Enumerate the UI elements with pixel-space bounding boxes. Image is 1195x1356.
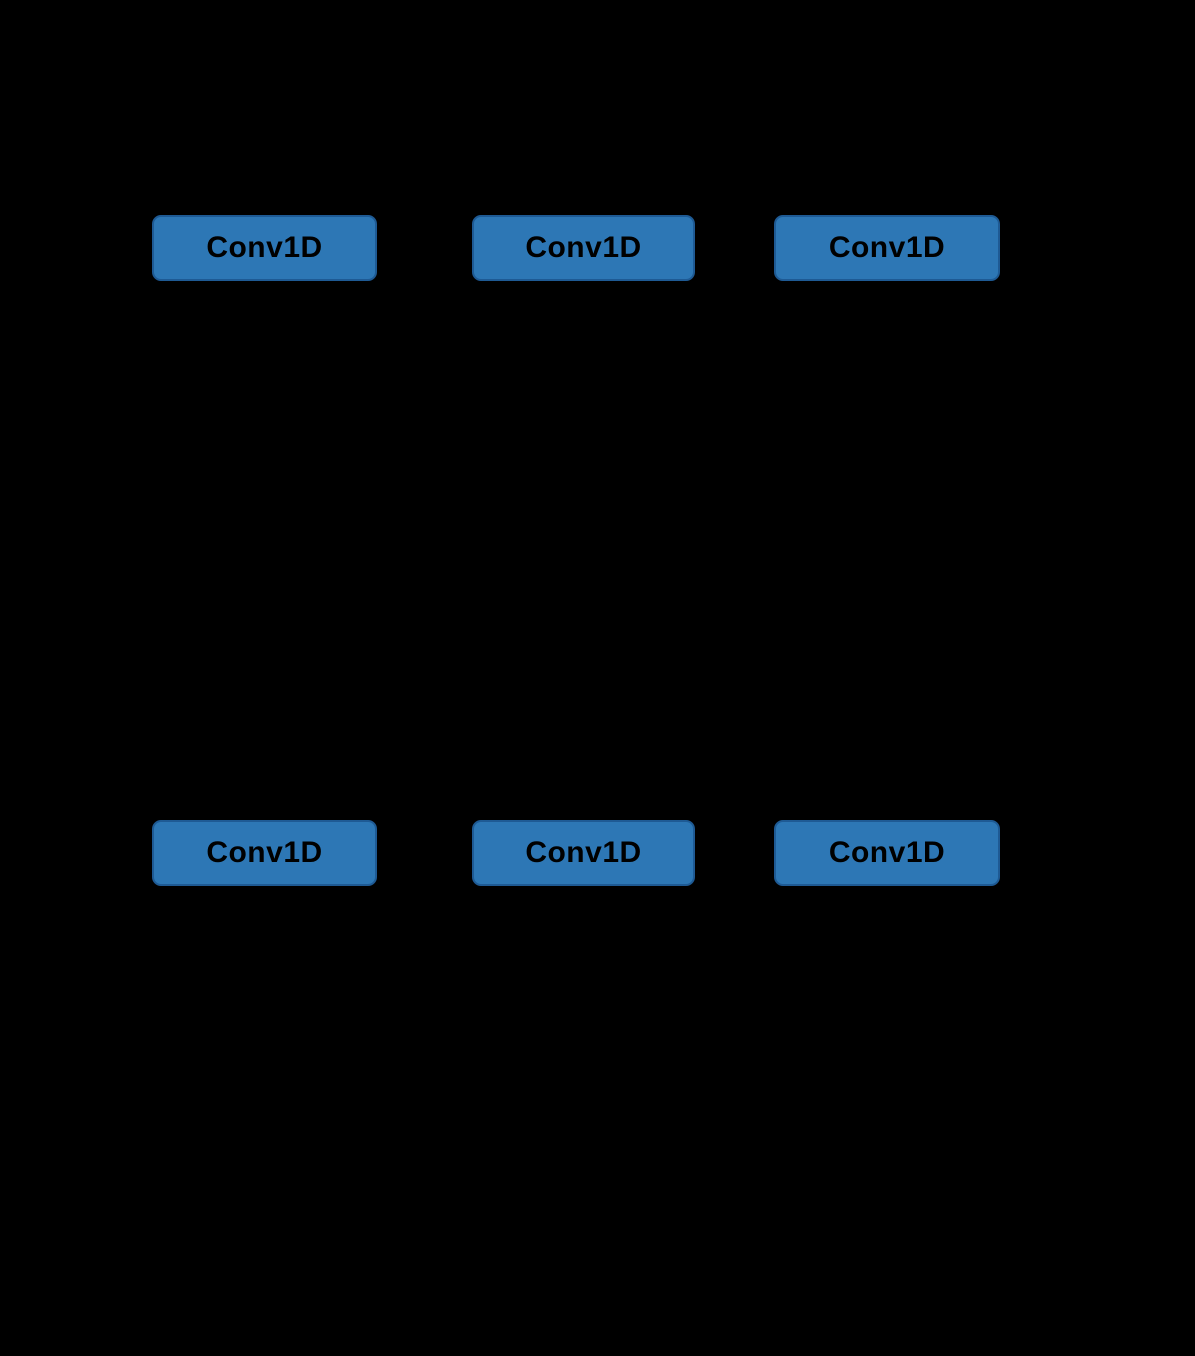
conv1d-block-top-center: Conv1D bbox=[472, 215, 695, 281]
conv1d-block-top-left: Conv1D bbox=[152, 215, 377, 281]
conv1d-block-top-right: Conv1D bbox=[774, 215, 1000, 281]
conv1d-block-bottom-center: Conv1D bbox=[472, 820, 695, 886]
conv1d-block-bottom-left: Conv1D bbox=[152, 820, 377, 886]
conv1d-block-bottom-right: Conv1D bbox=[774, 820, 1000, 886]
